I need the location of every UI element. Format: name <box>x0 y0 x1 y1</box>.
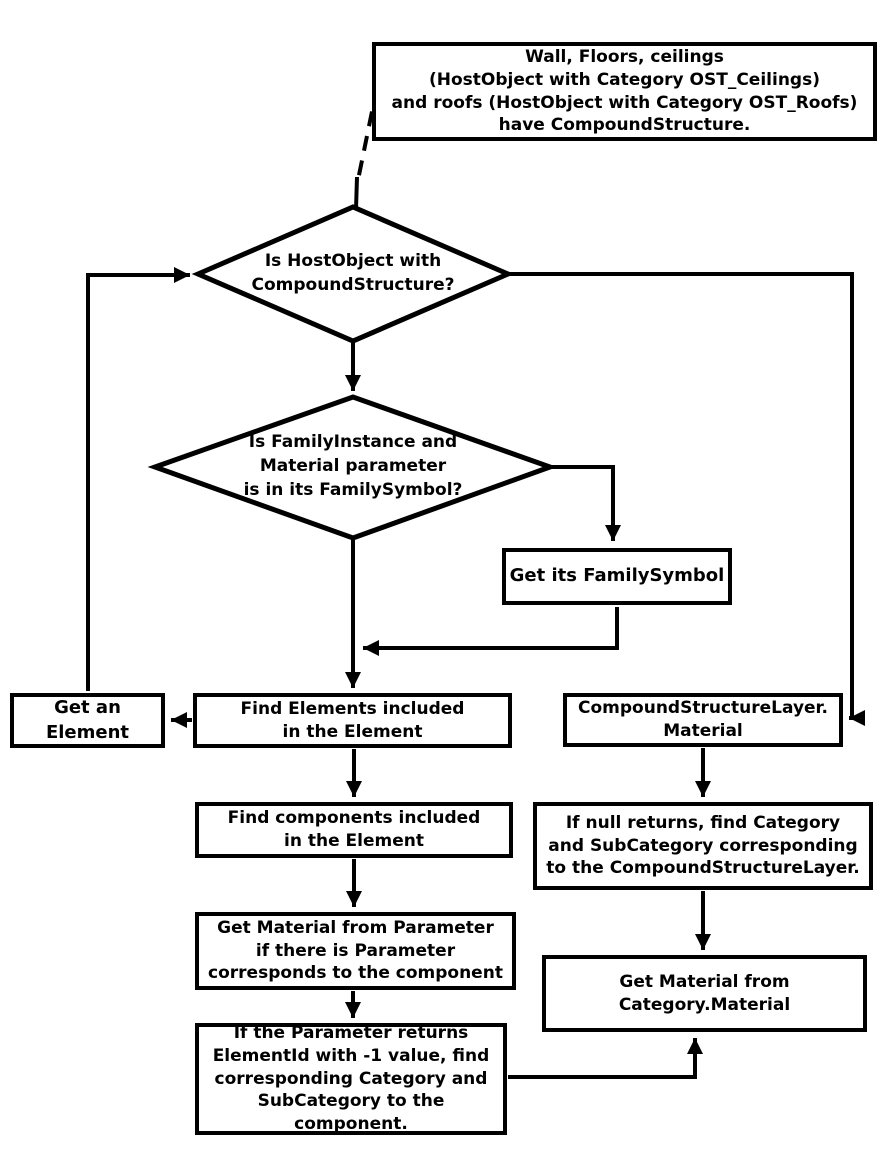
process-compound-structure-layer-material: CompoundStructureLayer. Material <box>563 693 843 747</box>
note-compoundstructure: Wall, Floors, ceilings (HostObject with … <box>372 42 877 141</box>
connector-element-loop <box>86 267 190 691</box>
connector-ifparam-materialcategory <box>508 1038 703 1079</box>
process-get-an-element: Get an Element <box>10 693 165 748</box>
decision-familyinstance-shape <box>147 394 558 541</box>
connector-note-dashed <box>356 86 379 181</box>
decision-familyinstance-label: Is FamilyInstance and Material parameter… <box>243 432 463 500</box>
process-get-family-symbol: Get its FamilySymbol <box>502 548 732 605</box>
connector-familysymbol-merge <box>363 607 619 656</box>
decision-hostobject-shape <box>191 204 515 344</box>
process-find-components: Find components included in the Element <box>195 802 513 858</box>
process-if-parameter-returns: If the Parameter returns ElementId with … <box>195 1023 507 1135</box>
connector-d2-familysymbol <box>552 465 621 541</box>
process-if-null-returns: If null returns, find Category and SubCa… <box>533 802 873 890</box>
process-get-material-from-category: Get Material from Category.Material <box>542 955 867 1032</box>
decision-hostobject-label: Is HostObject with CompoundStructure? <box>251 251 455 295</box>
process-get-material-from-parameter: Get Material from Parameter if there is … <box>195 912 516 990</box>
connector-d1-csl <box>510 272 865 726</box>
connector-note-stub <box>354 176 359 210</box>
process-find-elements: Find Elements included in the Element <box>193 693 512 748</box>
